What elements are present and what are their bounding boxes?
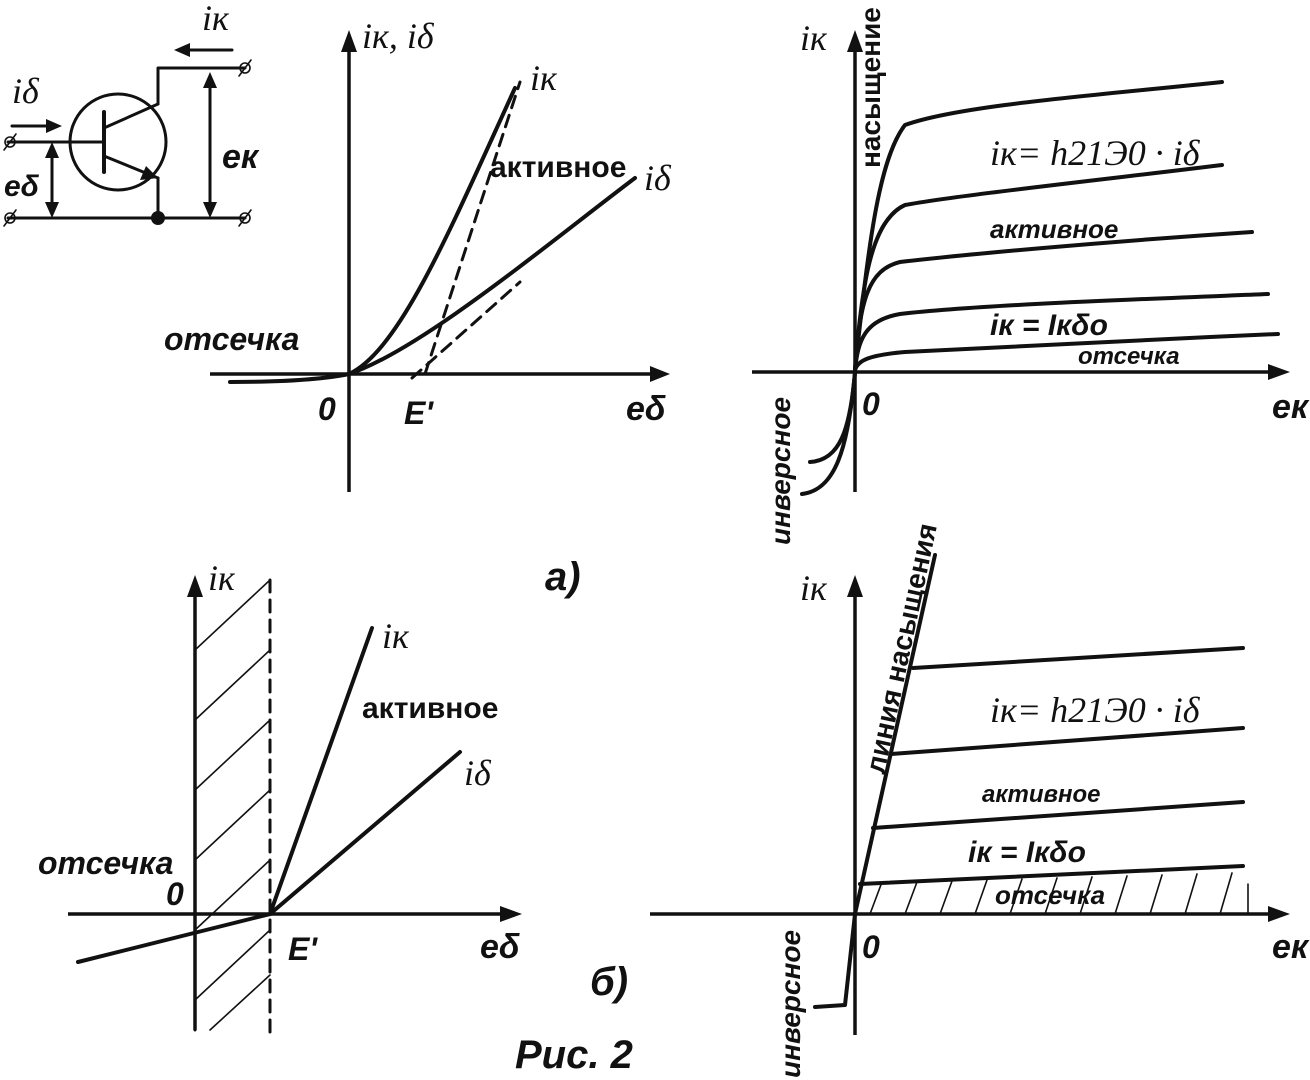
curve-ib-label: iδ — [464, 753, 492, 793]
cutoff-hatch — [869, 872, 1249, 915]
curve-2 — [853, 163, 1224, 372]
cutoff-tail — [228, 372, 351, 384]
x-axis-label: eδ — [626, 390, 666, 428]
threshold-label: E' — [404, 395, 434, 431]
curve-4 — [858, 864, 1245, 886]
origin-label: 0 — [166, 876, 184, 912]
curve-2 — [889, 726, 1245, 756]
curve-3 — [871, 800, 1245, 830]
region-cutoff-label: отсечка — [1078, 343, 1180, 370]
label-i-coll: iк — [202, 0, 230, 38]
inverse-label: инверсное — [775, 930, 806, 1078]
curve-ib — [268, 750, 462, 916]
label-e-base: eδ — [4, 170, 40, 203]
tangent-ic — [423, 80, 522, 376]
curve-ic-label: iк — [530, 58, 558, 98]
origin-label: 0 — [862, 386, 880, 422]
inverse-label: инверсное — [765, 397, 796, 545]
transistor-circuit: iδ iк eδ eк — [3, 0, 260, 227]
y-axis-label: iк — [800, 18, 828, 58]
region-cutoff-label: отсечка — [995, 880, 1105, 910]
part-a-label: а) — [545, 555, 581, 599]
curve-ib — [347, 176, 637, 376]
threshold-label: E' — [288, 931, 318, 967]
saturation-label: насыщение — [855, 7, 886, 168]
x-axis-label: eк — [1272, 928, 1310, 966]
inverse-curve — [813, 912, 857, 1009]
curve-3 — [853, 230, 1254, 372]
curve-1 — [911, 646, 1245, 670]
cutoff-line — [76, 912, 272, 964]
saturation-line-label: линия насыщения — [860, 520, 943, 776]
region-active-label: активное — [362, 692, 498, 725]
formula-label: iк= h21Э0 · iδ — [990, 133, 1201, 173]
region-active-label: активное — [490, 151, 626, 184]
curve-ib-label: iδ — [644, 158, 672, 198]
y-axis-label: iк, iδ — [362, 16, 435, 56]
y-axis-label: iк — [800, 568, 828, 608]
panel-b-right: iк eк 0 линия насыщения iк= h21Э0 · iδ а… — [650, 520, 1310, 1078]
curve-ic — [347, 86, 517, 376]
collector-lead — [156, 66, 247, 106]
curve-ic — [268, 626, 374, 916]
emitter-arrow — [140, 166, 158, 180]
inverse-curve-2 — [800, 370, 857, 496]
hatched-region — [193, 579, 271, 1032]
figure-caption: Рис. 2 — [515, 1033, 633, 1077]
curve-1 — [853, 80, 1224, 372]
formula-label: iк= h21Э0 · iδ — [990, 690, 1201, 730]
x-axis-label: eδ — [480, 928, 520, 966]
label-e-coll: eк — [222, 138, 260, 176]
label-i-base: iδ — [12, 71, 40, 111]
part-b-label: б) — [590, 960, 628, 1004]
panel-a-right: iк eк 0 насыщение iк= h21Э0 · iδ активно… — [752, 7, 1310, 545]
saturation-line — [853, 553, 937, 916]
panel-b-left: iк eδ 0 E' iк iδ активное отсечка — [38, 558, 522, 1037]
region-active-label: активное — [990, 214, 1118, 244]
terminals — [3, 59, 252, 227]
curve-5 — [853, 332, 1280, 372]
panel-a-left: iк, iδ eδ 0 E' iк iδ активное отсечка — [164, 16, 672, 492]
origin-label: 0 — [318, 391, 336, 427]
tangent-ib — [410, 280, 522, 380]
curve-ic-label: iк — [382, 616, 410, 656]
x-axis-label: eк — [1272, 388, 1310, 426]
leakage-label: iк = Iкδо — [968, 836, 1086, 869]
origin-label: 0 — [862, 929, 880, 965]
leakage-label: iк = Iкδо — [990, 309, 1108, 342]
region-cutoff-label: отсечка — [164, 321, 299, 357]
y-axis-label: iк — [208, 558, 236, 598]
collector-internal — [102, 102, 160, 130]
curve-4 — [853, 292, 1270, 372]
junction-dot — [151, 211, 165, 225]
region-active-label: активное — [982, 781, 1101, 808]
region-cutoff-label: отсечка — [38, 845, 173, 881]
